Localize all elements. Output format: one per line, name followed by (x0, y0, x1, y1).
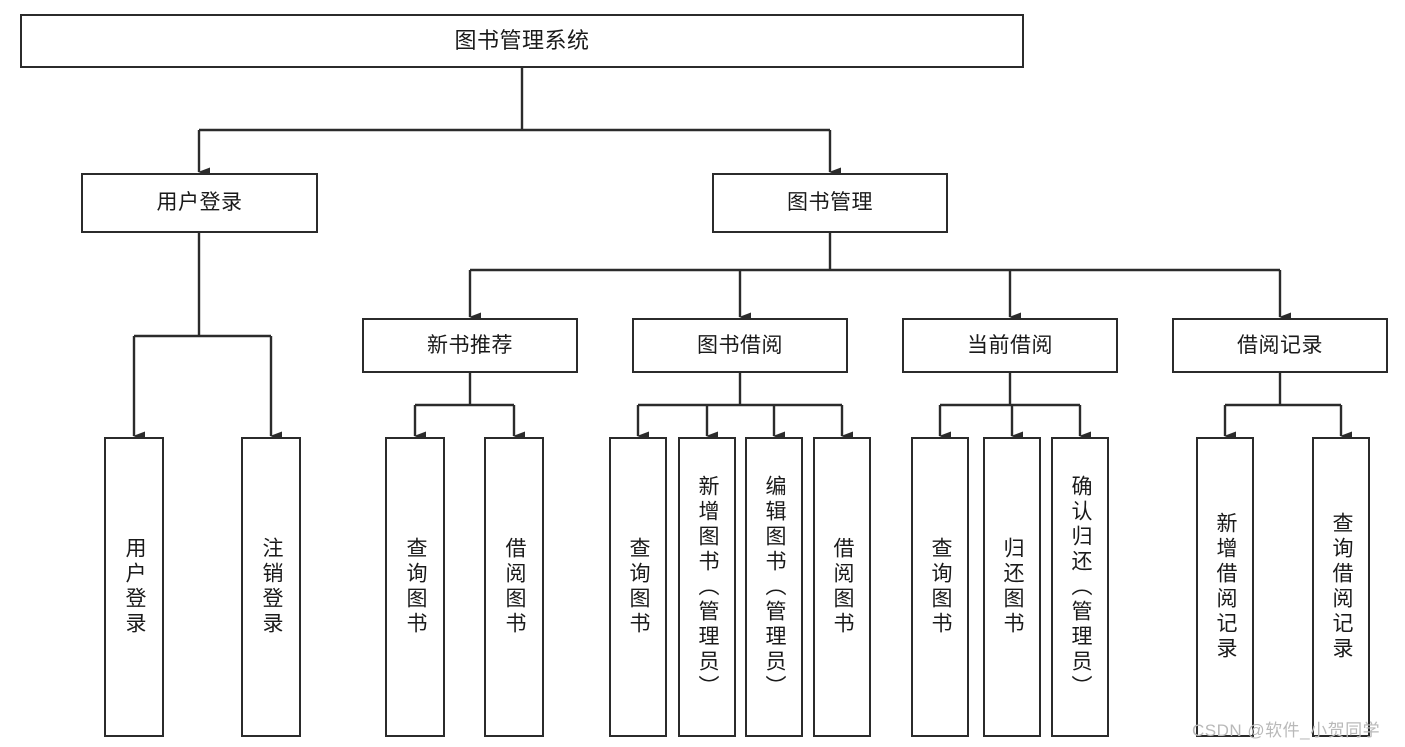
node-label-root: 图书管理系统 (454, 27, 590, 53)
node-label-leaf-borrow-book-2: 借阅图书 (831, 537, 855, 637)
node-current-borrow[interactable]: 当前借阅 (902, 318, 1118, 373)
node-leaf-return-book[interactable]: 归还图书 (983, 437, 1041, 737)
node-leaf-user-login[interactable]: 用户登录 (104, 437, 164, 737)
node-label-leaf-borrow-book-1: 借阅图书 (503, 537, 527, 637)
node-label-leaf-add-book: 新增图书（管理员） (696, 474, 720, 700)
node-leaf-borrow-book-2[interactable]: 借阅图书 (813, 437, 871, 737)
node-leaf-add-borrow-record[interactable]: 新增借阅记录 (1196, 437, 1254, 737)
node-leaf-query-book-1[interactable]: 查询图书 (385, 437, 445, 737)
node-label-new-book-recommend: 新书推荐 (427, 333, 513, 357)
node-book-manage[interactable]: 图书管理 (712, 173, 948, 233)
node-label-leaf-edit-book: 编辑图书（管理员） (763, 474, 787, 700)
node-leaf-query-book-3[interactable]: 查询图书 (911, 437, 969, 737)
node-label-leaf-query-book-3: 查询图书 (929, 537, 953, 637)
node-new-book-recommend[interactable]: 新书推荐 (362, 318, 578, 373)
node-label-borrow-record: 借阅记录 (1237, 333, 1323, 357)
node-root[interactable]: 图书管理系统 (20, 14, 1024, 68)
connector-group (132, 68, 1352, 441)
node-leaf-user-logout[interactable]: 注销登录 (241, 437, 301, 737)
node-leaf-borrow-book-1[interactable]: 借阅图书 (484, 437, 544, 737)
node-label-leaf-add-borrow-record: 新增借阅记录 (1214, 512, 1238, 662)
node-label-book-manage: 图书管理 (787, 191, 873, 215)
node-label-user-login: 用户登录 (156, 191, 243, 215)
node-label-book-borrow: 图书借阅 (697, 333, 783, 357)
node-label-current-borrow: 当前借阅 (967, 333, 1053, 357)
node-book-borrow[interactable]: 图书借阅 (632, 318, 848, 373)
node-borrow-record[interactable]: 借阅记录 (1172, 318, 1388, 373)
node-label-leaf-query-borrow-record: 查询借阅记录 (1330, 512, 1354, 662)
node-leaf-query-book-2[interactable]: 查询图书 (609, 437, 667, 737)
node-leaf-confirm-return[interactable]: 确认归还（管理员） (1051, 437, 1109, 737)
node-leaf-edit-book[interactable]: 编辑图书（管理员） (745, 437, 803, 737)
node-label-leaf-query-book-2: 查询图书 (627, 537, 651, 637)
node-leaf-add-book[interactable]: 新增图书（管理员） (678, 437, 736, 737)
node-leaf-query-borrow-record[interactable]: 查询借阅记录 (1312, 437, 1370, 737)
node-label-leaf-user-login: 用户登录 (123, 537, 147, 637)
node-label-leaf-return-book: 归还图书 (1001, 537, 1025, 637)
node-user-login[interactable]: 用户登录 (81, 173, 318, 233)
node-label-leaf-query-book-1: 查询图书 (404, 537, 428, 637)
node-label-leaf-confirm-return: 确认归还（管理员） (1069, 474, 1093, 700)
node-label-leaf-user-logout: 注销登录 (260, 537, 284, 637)
